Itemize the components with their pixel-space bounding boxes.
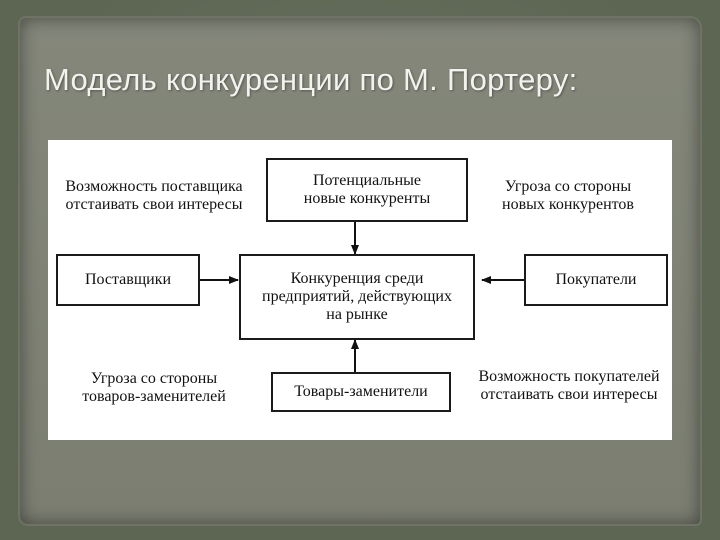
box-potential-competitors: Потенциальные новые конкуренты	[266, 158, 468, 222]
box-center-competition: Конкуренция среди предприятий, действующ…	[239, 254, 475, 340]
note-substitutes-threat: Угроза со стороны товаров-заменителей	[82, 370, 226, 405]
arrows-layer	[200, 222, 524, 372]
box-suppliers: Поставщики	[56, 254, 200, 306]
box-substitutes: Товары-заменители	[271, 372, 451, 412]
note-buyers-bargaining: Возможность покупателей отстаивать свои …	[478, 368, 660, 403]
slide-title: Модель конкуренции по М. Портеру:	[44, 62, 578, 97]
porter-diagram: Потенциальные новые конкуренты Конкуренц…	[48, 140, 672, 440]
note-suppliers-bargaining: Возможность поставщика отстаивать свои и…	[65, 178, 243, 213]
note-new-entrants-threat: Угроза со стороны новых конкурентов	[502, 178, 634, 213]
box-buyers: Покупатели	[524, 254, 668, 306]
